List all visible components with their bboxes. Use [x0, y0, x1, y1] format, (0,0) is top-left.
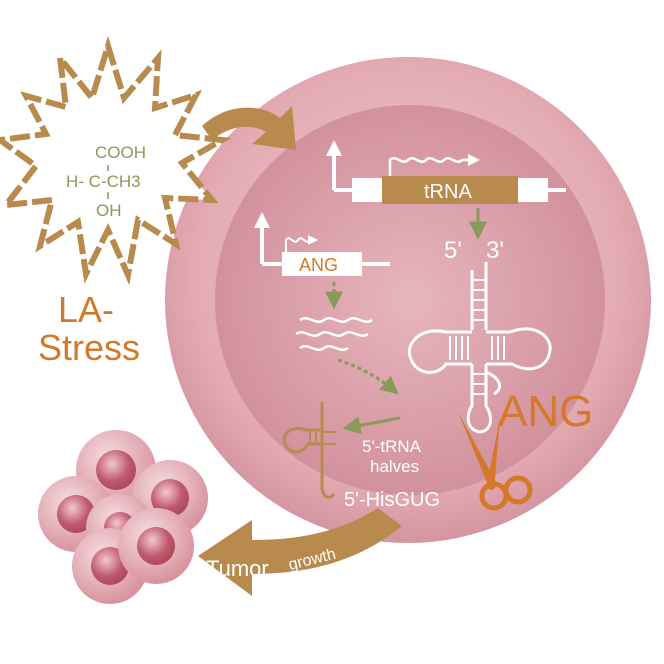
trna-gene-label: tRNA: [424, 181, 472, 203]
trna-box-right: [518, 178, 548, 202]
trna-halves-label-line-1: 5'-tRNA: [362, 437, 422, 456]
scissors-icon: [458, 412, 533, 511]
five-prime-trna-half: [282, 402, 336, 499]
ang-promoter-arrow: [254, 212, 270, 228]
cleavage-to-halves-arrow: [342, 416, 401, 435]
molecule-line-3: OH: [96, 201, 122, 220]
t-arm-rungs: [491, 336, 505, 360]
trna-five-prime-label: 5': [444, 237, 462, 264]
anticodon-rungs: [472, 373, 486, 395]
ang-transcript-arrowhead: [308, 235, 318, 245]
d-arm: [407, 329, 472, 374]
molecule-line-1: COOH: [95, 143, 146, 162]
molecule-line-2: H- C-CH3: [66, 172, 141, 191]
mrna-wave-1: [299, 317, 373, 323]
anticodon-stem: [466, 364, 492, 434]
trna-transcript-arrowhead: [468, 154, 480, 166]
scissors-blade-2: [486, 418, 500, 490]
his-gug-label: 5'-HisGUG: [344, 489, 440, 511]
ang-gene-label: ANG: [299, 255, 338, 275]
t-arm: [486, 327, 552, 371]
half-rungs: [309, 431, 336, 445]
ang-gene: ANG: [254, 212, 390, 276]
trna-gene: tRNA: [326, 140, 566, 204]
scissors-blade-1: [458, 412, 498, 490]
ang-gene-box: [282, 252, 362, 276]
tumor-cell-cluster: [38, 430, 208, 604]
stress-entry-arrow: [202, 106, 296, 150]
trna-three-prime-label: 3': [486, 237, 504, 264]
star-outline: [0, 35, 232, 286]
mrna-wave-2: [295, 331, 369, 337]
tumor-growth-word-1: Tumor: [206, 556, 269, 581]
trna-box: [382, 176, 518, 204]
ang-mrna: [295, 317, 373, 351]
lactic-acid-stress-star: COOH H- C-CH3 OH: [0, 35, 232, 286]
scissors-handle-2: [503, 475, 533, 505]
trna-box-left: [352, 178, 384, 202]
tumor-growth-arrow: [198, 508, 402, 596]
ang-transcript-squiggle: [285, 237, 311, 252]
trna-promoter-arrow: [326, 140, 342, 156]
trna-cloverleaf: 5' 3': [407, 237, 552, 434]
half-stem: [320, 402, 336, 499]
half-d-loop: [282, 427, 322, 454]
variable-loop: [485, 370, 502, 396]
trna-halves-label-line-2: halves: [370, 457, 419, 476]
ang-enzyme-label: ANG: [498, 387, 593, 436]
stress-label-line-2: Stress: [38, 327, 140, 368]
trna-transcript-squiggle: [388, 157, 470, 176]
tumor-cell: [118, 508, 194, 584]
d-arm-rungs: [449, 336, 469, 360]
stress-label-line-1: LA-: [58, 289, 114, 330]
acceptor-rungs: [472, 279, 486, 321]
mrna-wave-3: [299, 345, 349, 351]
